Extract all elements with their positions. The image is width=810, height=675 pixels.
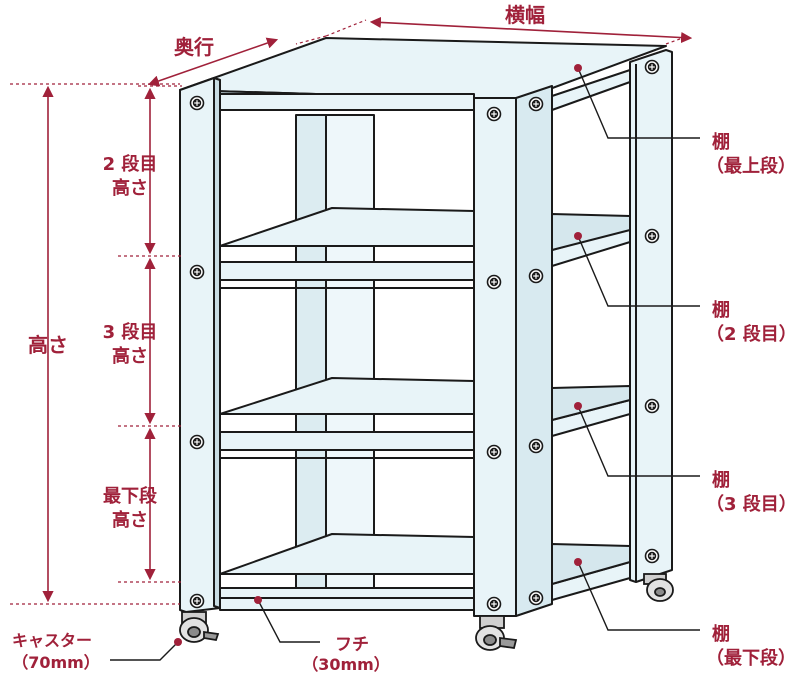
caster-back-right [643, 573, 674, 602]
rim-label: フチ [335, 635, 369, 655]
callout-dots [174, 64, 582, 646]
shelf-2-label: 棚 [712, 299, 730, 321]
bottom-height-line1: 最下段 [103, 485, 158, 507]
front-left-post [179, 77, 221, 613]
caster-sub: （70mm） [12, 653, 100, 672]
shelf-top-label: 棚 [712, 131, 730, 153]
casters [179, 573, 674, 651]
caster-front-left [179, 611, 220, 643]
tier2-height-line1: 2 段目 [103, 153, 158, 175]
rack-back-frame [295, 114, 375, 604]
height-label: 高さ [28, 333, 68, 357]
shelf-bottom-label: 棚 [712, 623, 730, 645]
shelf-3-label: 棚 [712, 469, 730, 491]
right-side-frame [551, 49, 673, 601]
caster-label: キャスター [12, 631, 92, 650]
screws [189, 59, 660, 612]
tier2-height-line2: 高さ [112, 177, 148, 199]
tier3-height-line1: 3 段目 [103, 321, 158, 343]
shelf-2-sub: （2 段目） [706, 323, 797, 345]
tier3-height-line2: 高さ [112, 345, 148, 367]
dimension-guides [10, 16, 693, 605]
callout-leaders [110, 67, 700, 661]
bottom-height-line2: 高さ [112, 509, 148, 531]
caster-front-right [475, 615, 518, 651]
rim-sub: （30mm） [302, 655, 390, 674]
depth-label: 奥行 [174, 35, 214, 59]
front-rails [219, 93, 521, 611]
width-label: 横幅 [505, 3, 545, 27]
shelf-top-sub: （最上段） [706, 155, 796, 177]
front-right-post [473, 85, 553, 617]
shelf-3-sub: （3 段目） [706, 493, 797, 515]
shelf-bottom-sub: （最下段） [706, 647, 796, 669]
